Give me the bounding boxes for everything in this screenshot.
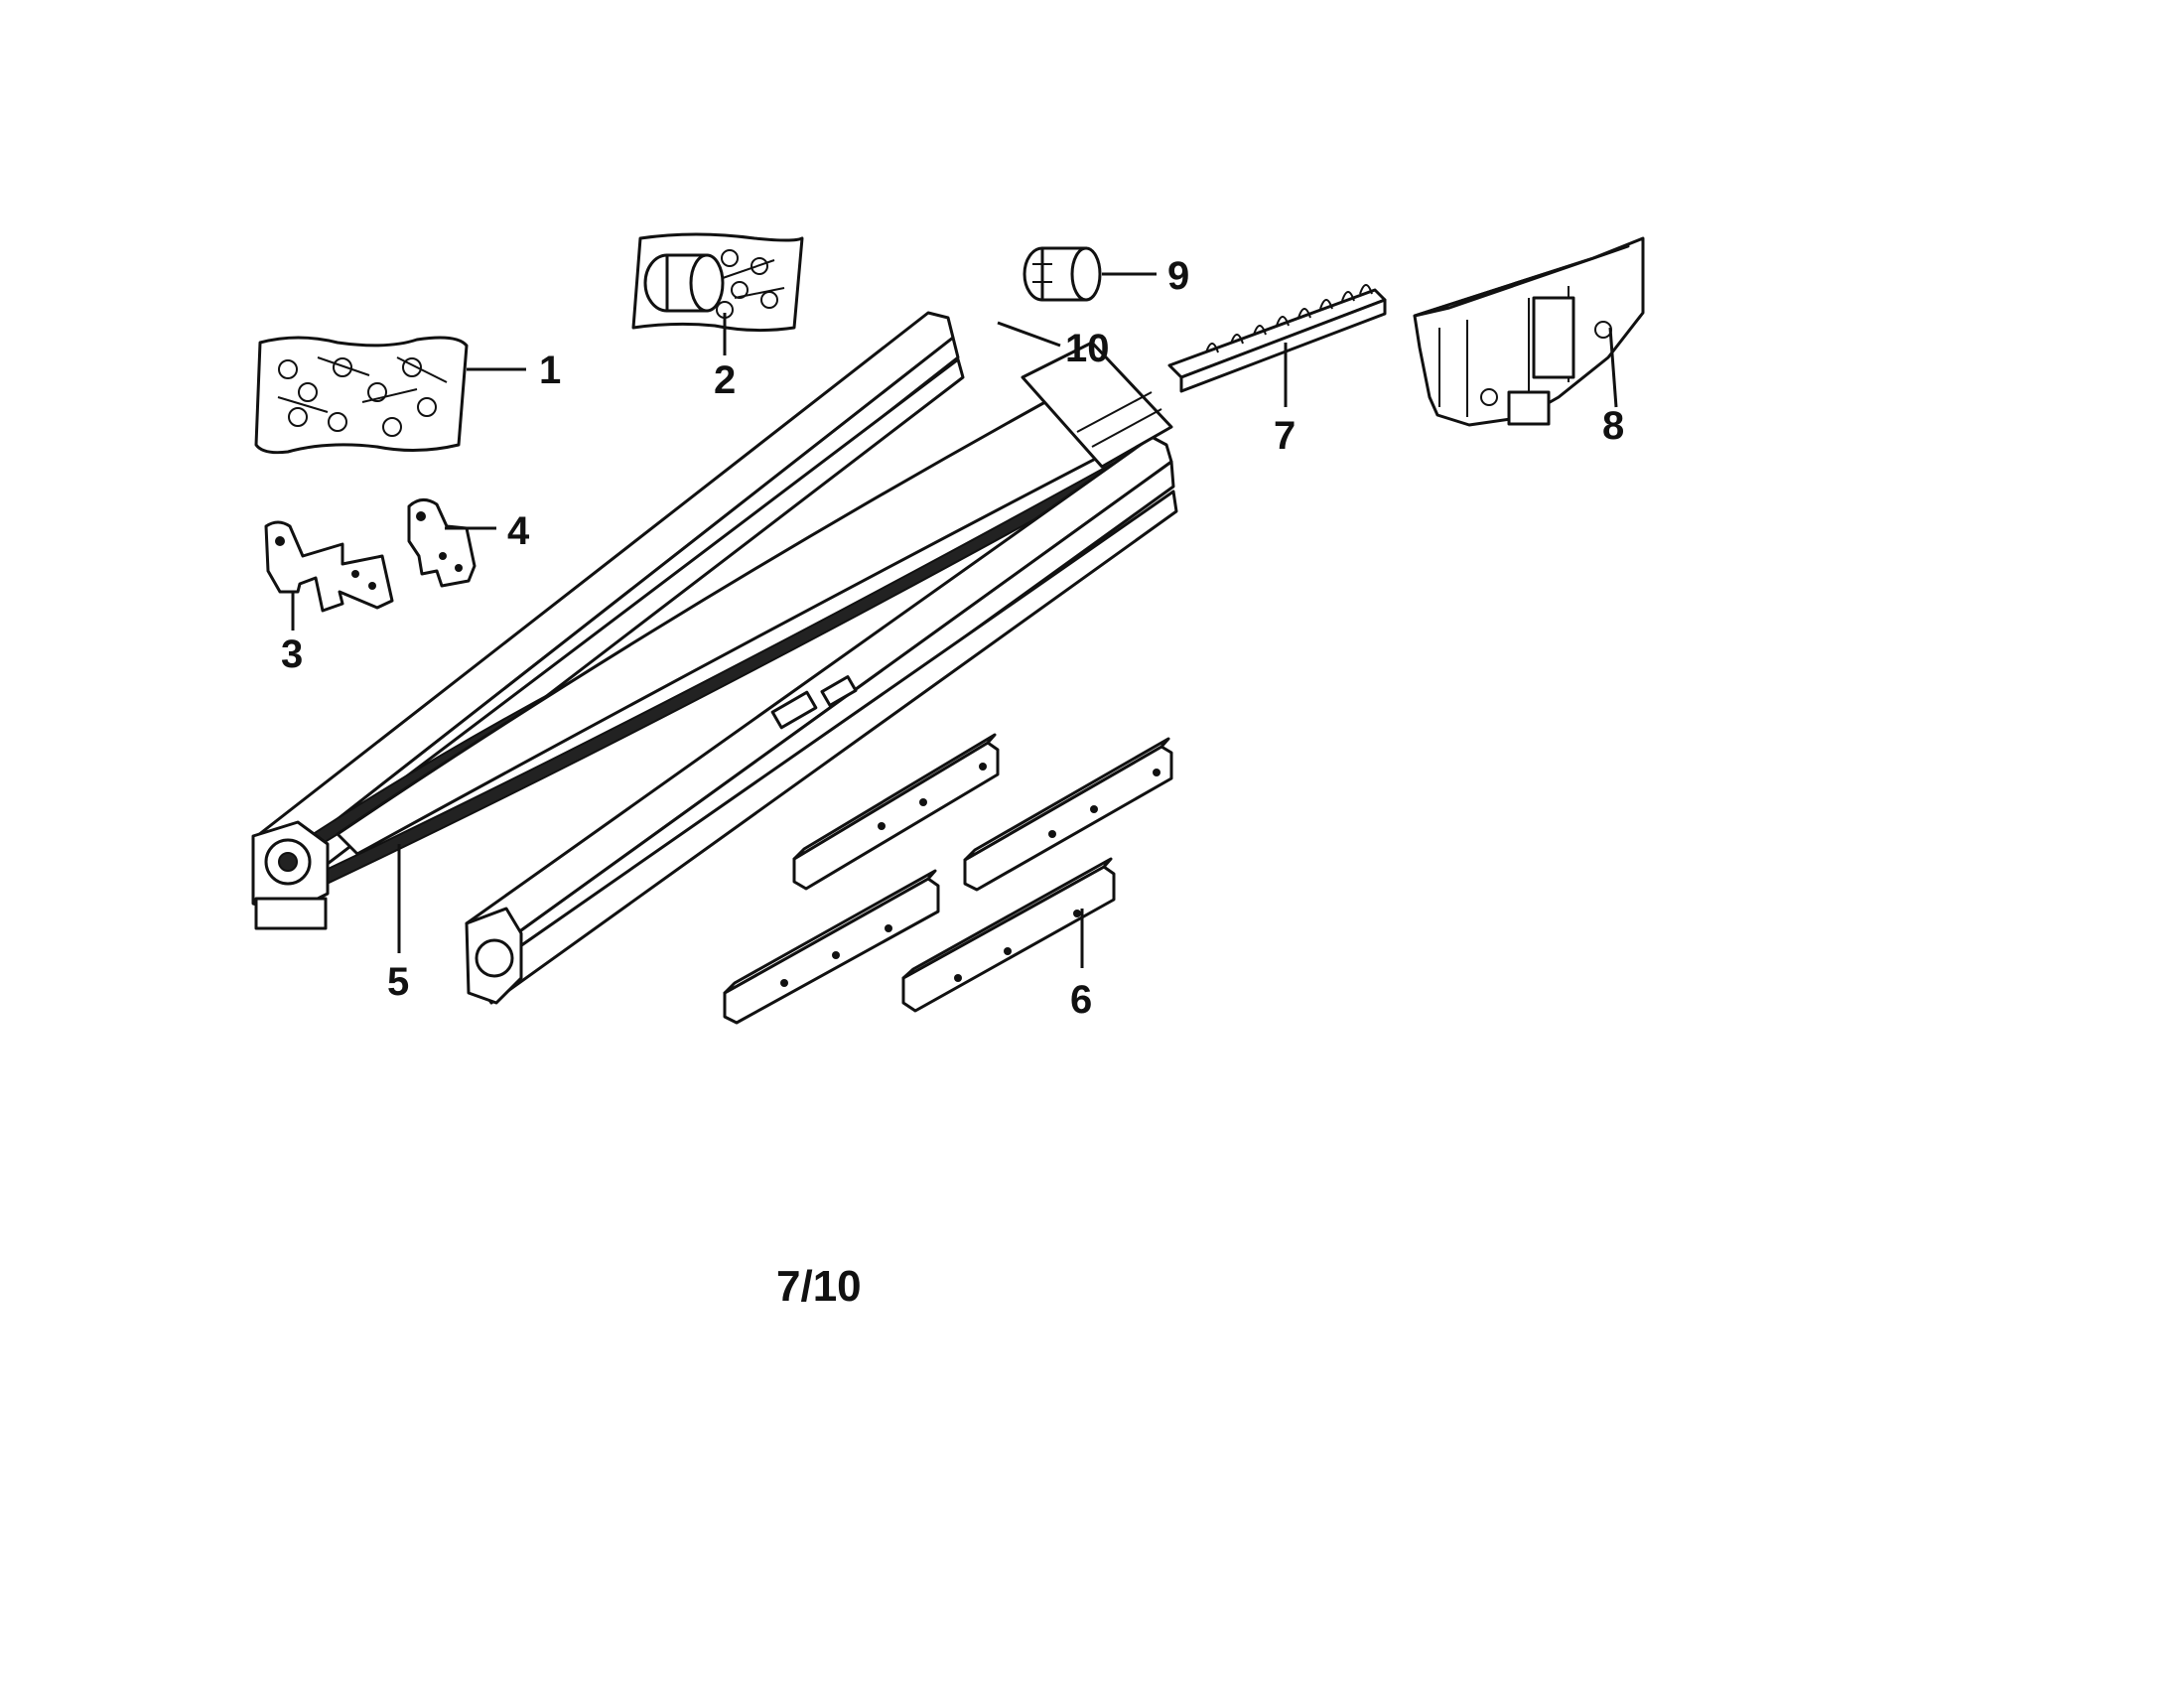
callout-1: 1 — [539, 349, 561, 392]
part-7-rack — [1167, 284, 1387, 407]
callout-4: 4 — [507, 509, 530, 553]
part-6-channel-sections — [723, 733, 1173, 1025]
part-5-rail-assembly — [251, 311, 1178, 1005]
part-9-coupler — [1023, 246, 1157, 302]
part-3-bracket — [264, 520, 394, 631]
callout-5: 5 — [387, 960, 409, 1004]
part-2-hardware-bag — [631, 232, 804, 355]
callout-2: 2 — [714, 358, 736, 402]
part-4-bracket — [407, 498, 496, 588]
callout-6: 6 — [1070, 978, 1092, 1022]
callout-8: 8 — [1602, 404, 1624, 448]
part-8-trolley — [1413, 236, 1645, 427]
callout-10: 10 — [1065, 327, 1110, 370]
callout-9: 9 — [1167, 254, 1189, 298]
callout-7: 7 — [1274, 414, 1296, 458]
part-1-hardware-bag — [254, 336, 526, 455]
part-10-leader — [997, 321, 1061, 348]
callout-3: 3 — [281, 632, 303, 676]
page-number: 7/10 — [776, 1262, 862, 1311]
